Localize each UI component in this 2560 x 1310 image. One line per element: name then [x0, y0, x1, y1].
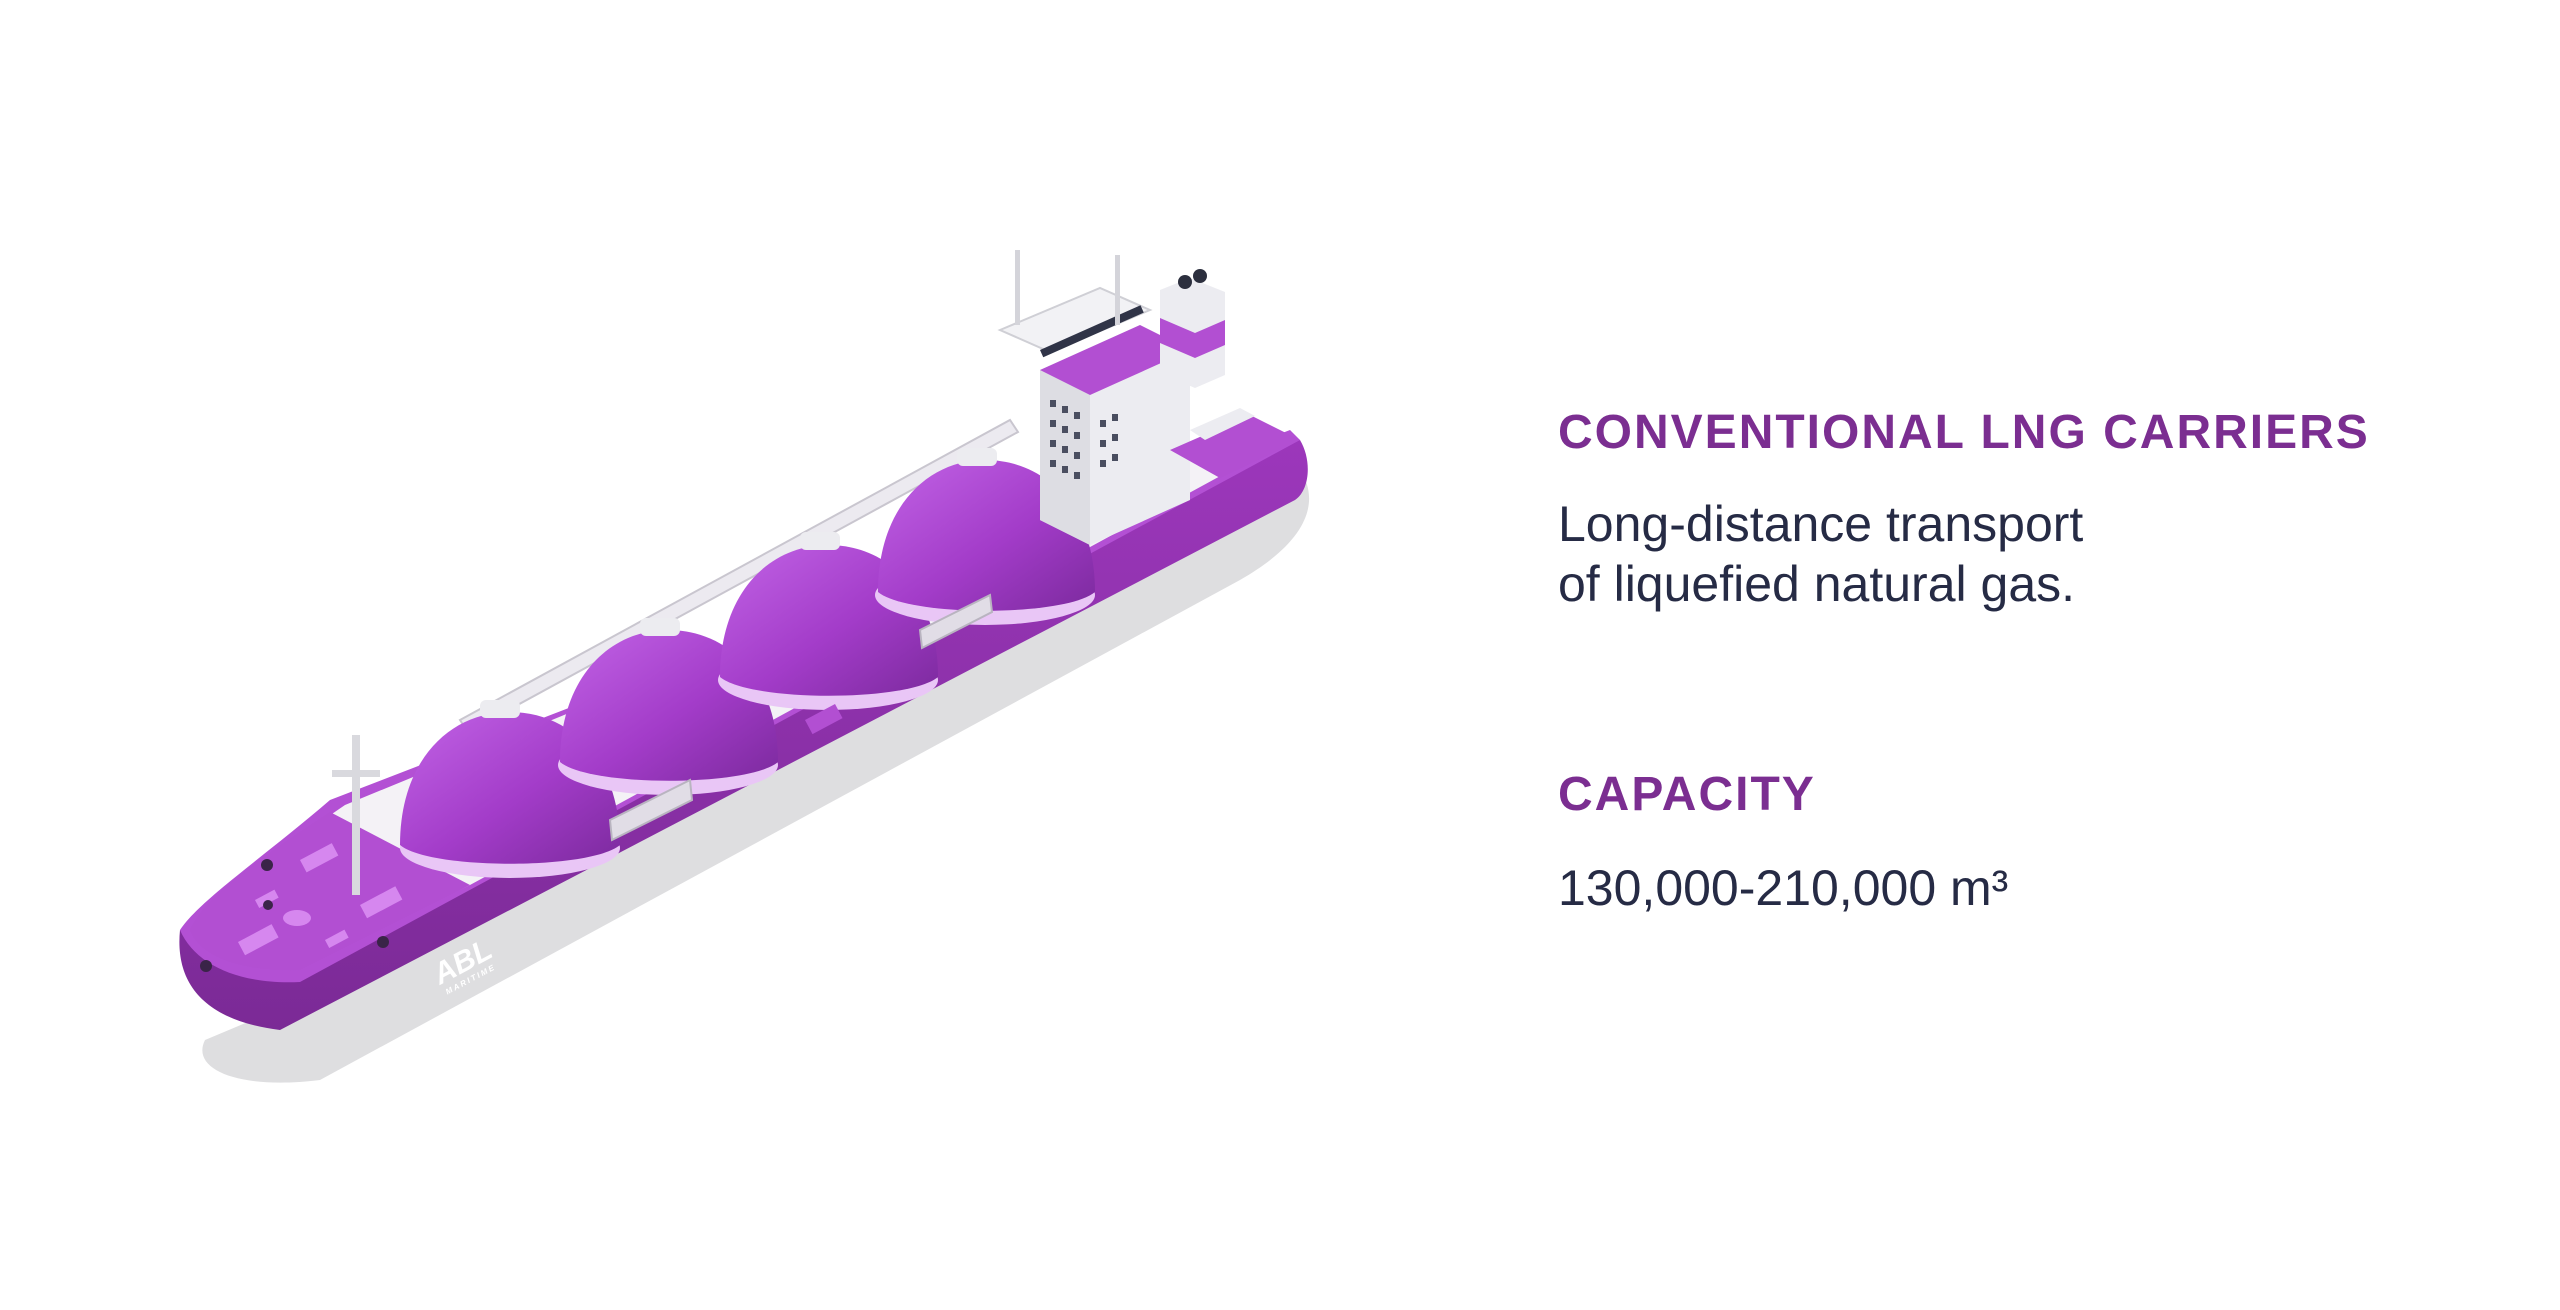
- bow-bollards: [200, 859, 389, 972]
- lng-carriers-heading: CONVENTIONAL LNG CARRIERS: [1558, 406, 2370, 459]
- lng-tanks: [400, 448, 1095, 878]
- lng-carriers-section: CONVENTIONAL LNG CARRIERS Long-distance …: [1558, 405, 2370, 614]
- deck-details: [608, 593, 994, 842]
- capacity-section: CAPACITY 130,000-210,000 m³: [1558, 767, 2008, 918]
- bow-mast: [332, 735, 380, 895]
- capacity-heading: CAPACITY: [1558, 768, 1816, 821]
- description-line-2: of liquefied natural gas.: [1558, 556, 2076, 612]
- lng-carriers-description: Long-distance transport of liquefied nat…: [1558, 494, 2370, 614]
- lng-carrier-ship-illustration: ABL MARITIME: [179, 250, 1310, 1083]
- ship-superstructure: [997, 250, 1300, 545]
- description-line-1: Long-distance transport: [1558, 496, 2084, 552]
- bow-fittings: [238, 843, 403, 956]
- capacity-value: 130,000-210,000 m³: [1558, 860, 2009, 916]
